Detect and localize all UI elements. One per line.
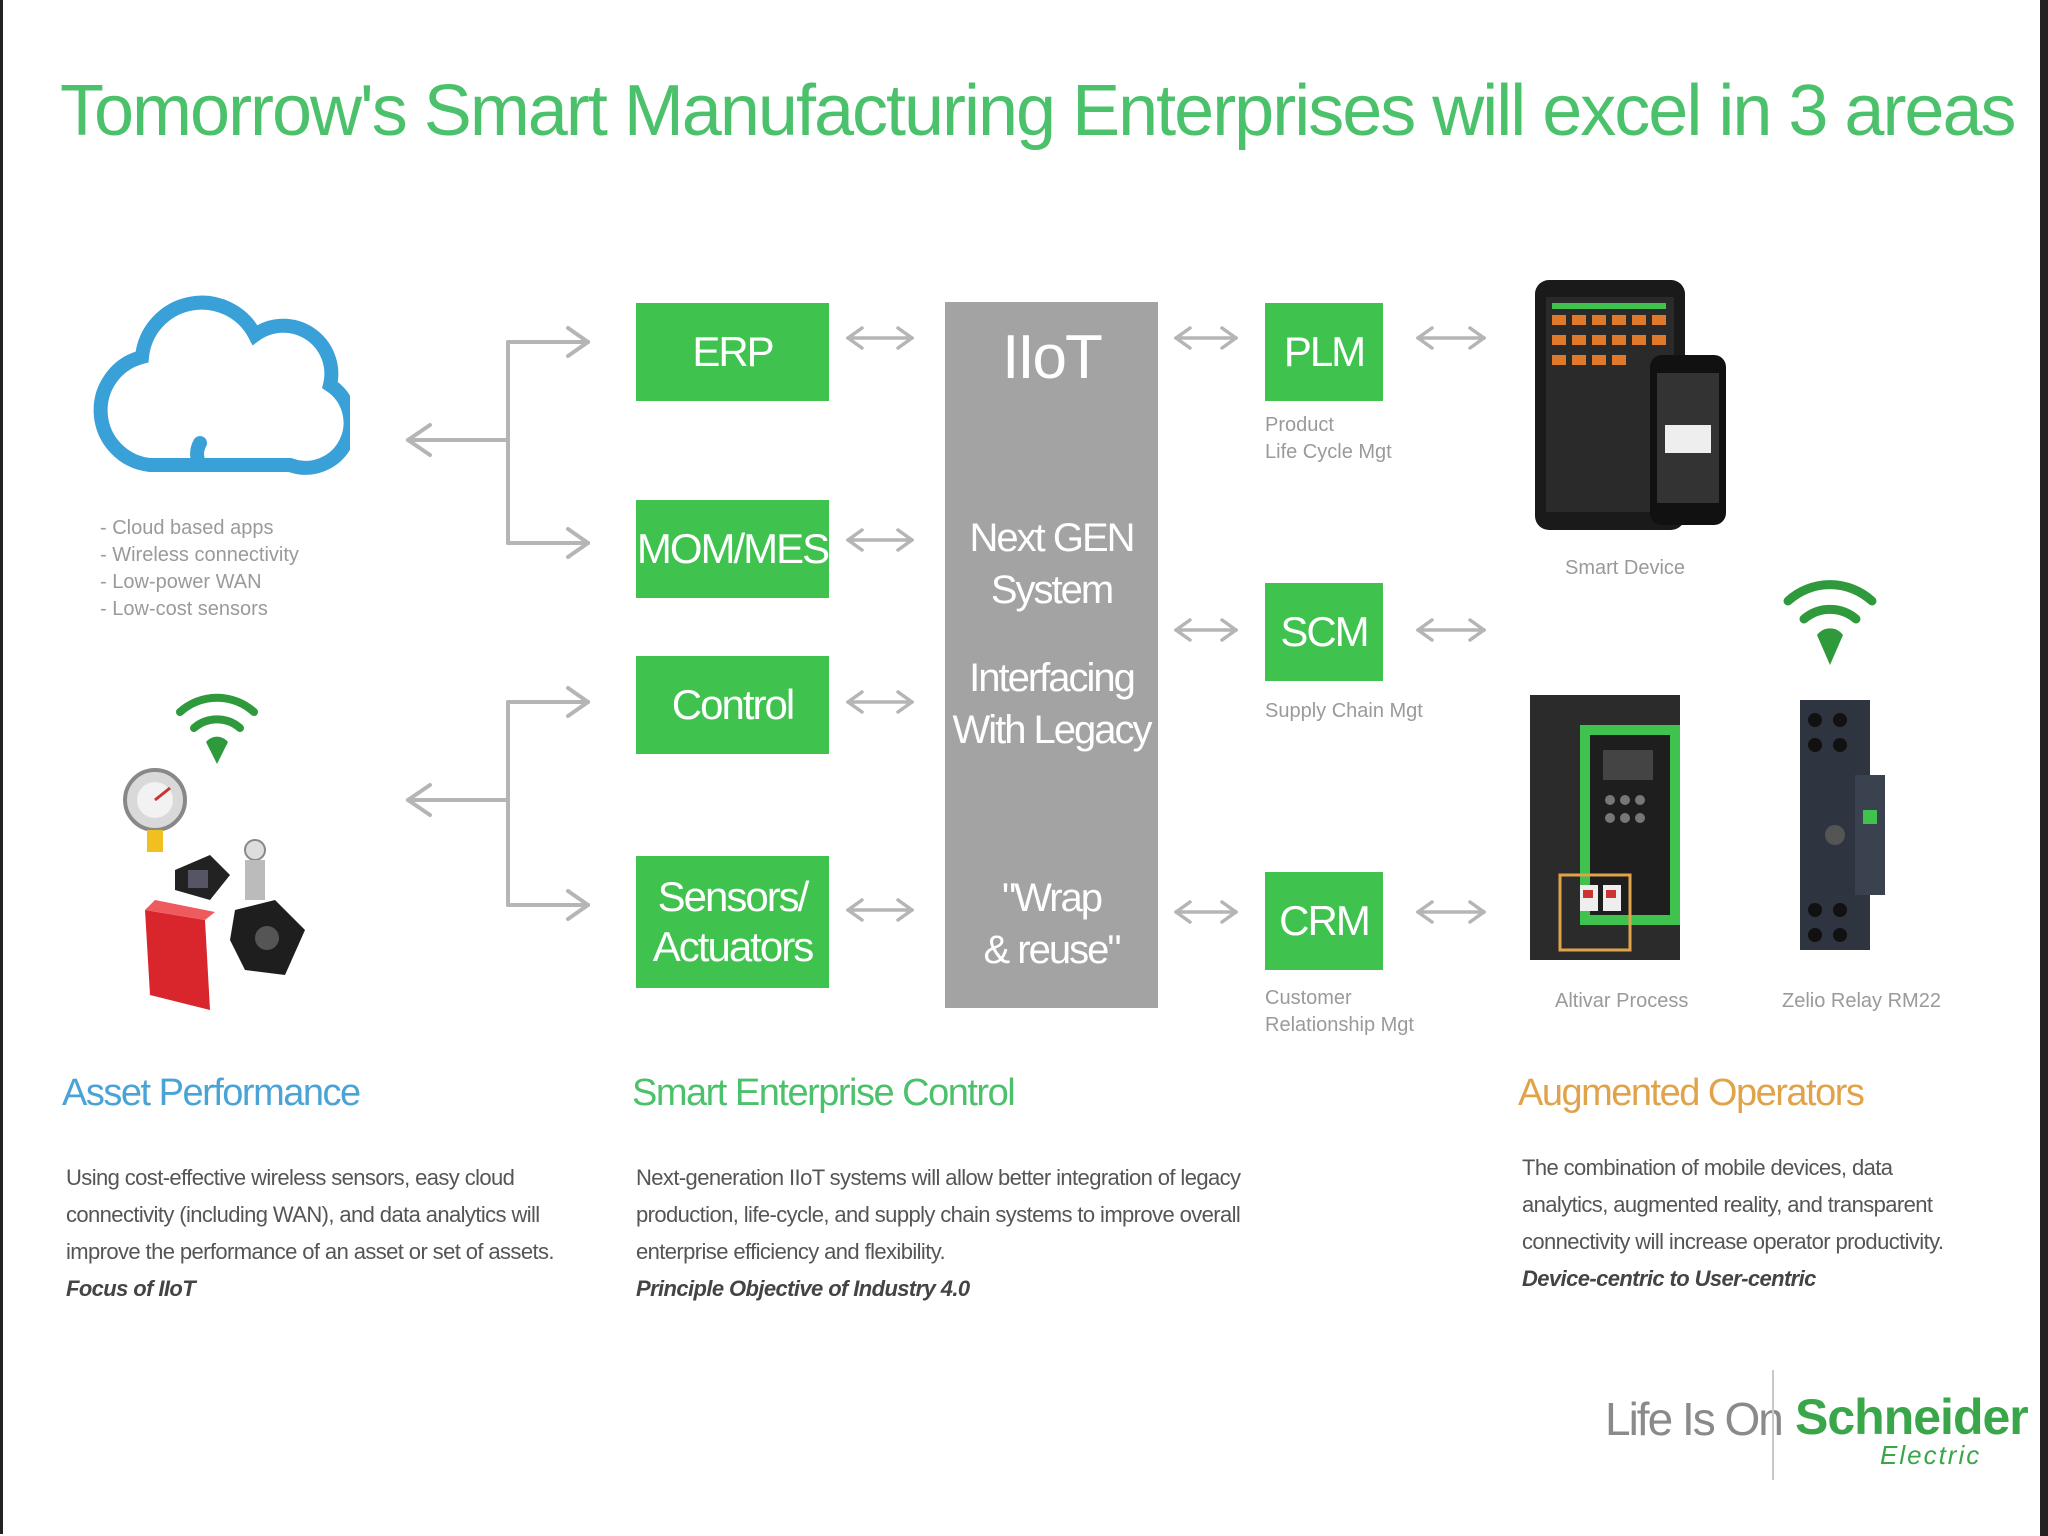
zelio-relay-image xyxy=(1800,700,1885,950)
iiot-interfacing: Interfacing With Legacy xyxy=(952,656,1152,752)
asset-performance-heading: Asset Performance xyxy=(62,1072,361,1114)
wifi-icon xyxy=(176,693,258,764)
electric-logo-text: Electric xyxy=(1880,1440,1982,1470)
plm-box: PLM xyxy=(1265,303,1383,401)
schneider-logo: Schneider xyxy=(1795,1389,2029,1445)
right-edge-bar xyxy=(2040,0,2048,1536)
logo-divider xyxy=(1772,1370,1774,1480)
list-item: - Low-power WAN xyxy=(100,571,262,593)
section-body: Using cost-effective wireless sensors, e… xyxy=(66,1165,555,1264)
section-body: The combination of mobile devices, data … xyxy=(1522,1155,1944,1254)
list-item: - Cloud based apps xyxy=(100,517,274,539)
cloud-bullet-list: - Cloud based apps - Wireless connectivi… xyxy=(100,515,299,623)
iiot-next-gen: Next GEN System xyxy=(969,516,1135,612)
crm-caption: Customer Relationship Mgt xyxy=(1265,987,1414,1036)
cloud-icon xyxy=(93,295,350,475)
relay-caption: Zelio Relay RM22 xyxy=(1782,990,1941,1012)
section-body: Next-generation IIoT systems will allow … xyxy=(636,1165,1241,1264)
smart-enterprise-control-heading: Smart Enterprise Control xyxy=(632,1072,1016,1114)
list-item: - Low-cost sensors xyxy=(100,598,268,620)
life-is-on-tagline: Life Is On xyxy=(1605,1393,1784,1445)
scm-box: SCM xyxy=(1265,583,1383,681)
altivar-drive-image xyxy=(1530,695,1680,960)
slide-title: Tomorrow's Smart Manufacturing Enterpris… xyxy=(60,71,2017,151)
scm-caption: Supply Chain Mgt xyxy=(1265,700,1423,722)
iiot-wrap-reuse: "Wrap & reuse" xyxy=(983,876,1121,972)
iiot-title: IIoT xyxy=(1002,323,1103,392)
mom-mes-box: MOM/MES xyxy=(636,500,830,598)
altivar-caption: Altivar Process xyxy=(1555,990,1689,1012)
smart-device-caption: Smart Device xyxy=(1565,557,1686,579)
erp-box: ERP xyxy=(636,303,829,401)
smart-enterprise-control-text: Next-generation IIoT systems will allow … xyxy=(636,1160,1326,1308)
augmented-operators-heading: Augmented Operators xyxy=(1518,1072,1865,1114)
smart-device-image xyxy=(1535,280,1726,530)
section-emphasis: Principle Objective of Industry 4.0 xyxy=(636,1275,970,1301)
section-emphasis: Focus of IIoT xyxy=(66,1275,196,1301)
control-box: Control xyxy=(636,656,829,754)
list-item: - Wireless connectivity xyxy=(100,544,299,566)
wifi-icon xyxy=(1783,580,1877,665)
asset-performance-text: Using cost-effective wireless sensors, e… xyxy=(66,1160,586,1308)
crm-box: CRM xyxy=(1265,872,1383,970)
iiot-column: IIoT Next GEN System Interfacing With Le… xyxy=(945,302,1158,1008)
section-emphasis: Device-centric to User-centric xyxy=(1522,1265,1816,1291)
plm-caption: Product Life Cycle Mgt xyxy=(1265,414,1392,463)
sensors-image xyxy=(123,768,305,1010)
augmented-operators-text: The combination of mobile devices, data … xyxy=(1522,1150,1952,1298)
sensors-actuators-box: Sensors/ Actuators xyxy=(636,856,829,988)
